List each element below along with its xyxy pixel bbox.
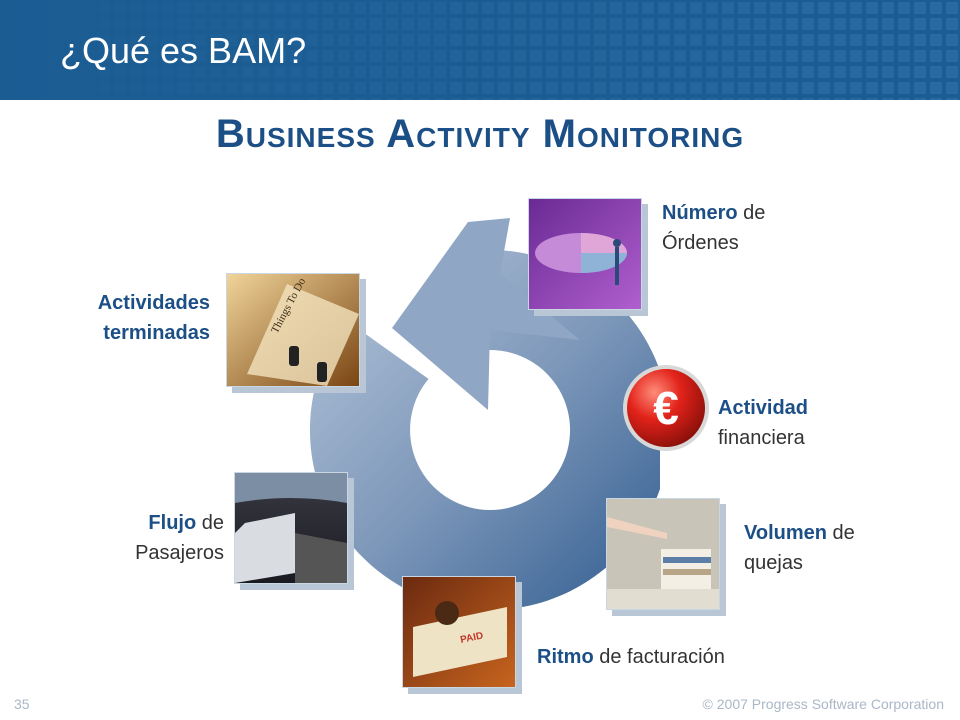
passengers-label: Flujo de Pasajeros (60, 508, 224, 568)
billing-photo-card: PAID (402, 576, 516, 688)
complaints-label: Volumen de quejas (744, 518, 855, 578)
slide-subtitle: Business Activity Monitoring (215, 112, 745, 156)
complaints-connector: de (826, 522, 855, 544)
paid-stamp-photo: PAID (403, 577, 515, 687)
passengers-connector: de (196, 512, 224, 534)
orders-label: Número de Órdenes (662, 198, 765, 258)
copyright-notice: © 2007 Progress Software Corporation (702, 696, 944, 712)
tasks-photo-card: Things To Do (226, 273, 360, 387)
banner-pattern (0, 0, 960, 100)
orders-connector: de (737, 202, 766, 224)
financial-line2: financiera (718, 427, 805, 449)
tasks-line2: terminadas (103, 322, 210, 344)
orders-keyword: Número (662, 202, 738, 224)
orders-photo-card (528, 198, 642, 310)
paid-stamp-text: PAID (459, 630, 484, 646)
orders-line2: Órdenes (662, 232, 739, 254)
pie-chart-photo (529, 199, 641, 309)
tasks-keyword: Actividades (97, 292, 210, 314)
slide-title: ¿Qué es BAM? (60, 30, 307, 71)
complaints-line2: quejas (744, 552, 803, 574)
passengers-photo-card (234, 472, 348, 584)
notebook-photo: Things To Do (227, 274, 359, 386)
complaints-photo-card (606, 498, 720, 610)
billing-keyword: Ritmo (537, 646, 594, 668)
title-banner: ¿Qué es BAM? (0, 0, 960, 100)
billing-rest: de facturación (593, 646, 725, 668)
euro-icon: € (623, 365, 709, 451)
passengers-line2: Pasajeros (135, 542, 224, 564)
svg-text:€: € (653, 382, 679, 434)
billing-label: Ritmo de facturación (537, 642, 725, 672)
cycle-arrow (310, 210, 660, 610)
financial-keyword: Actividad (718, 397, 809, 419)
tasks-label: Actividades terminadas (40, 288, 210, 348)
complaints-keyword: Volumen (744, 522, 827, 544)
papers-stack-photo (607, 499, 719, 609)
financial-label: Actividad financiera (718, 393, 808, 453)
train-station-photo (235, 473, 347, 583)
passengers-keyword: Flujo (148, 512, 197, 534)
page-number: 35 (14, 696, 30, 712)
